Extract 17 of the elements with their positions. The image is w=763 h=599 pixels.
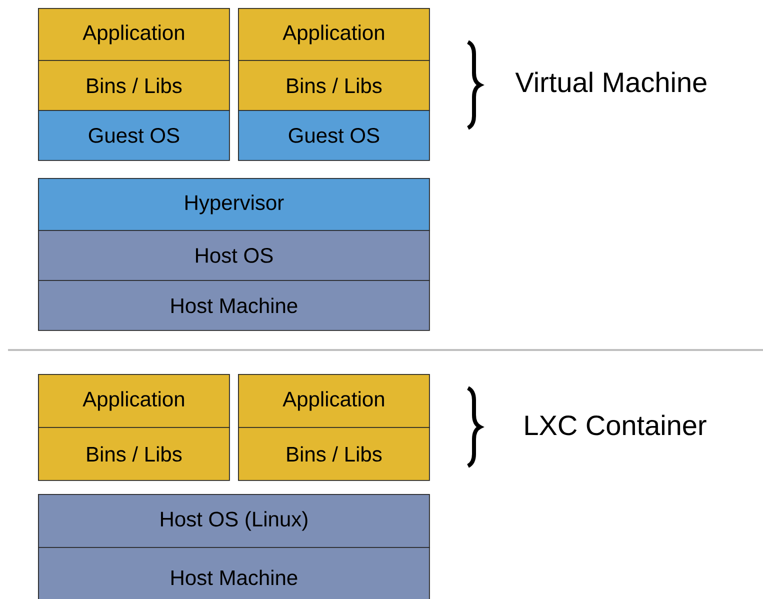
group-label: LXC Container bbox=[526, 414, 706, 436]
host-os-layer: Host OS bbox=[38, 230, 430, 281]
guest-os-layer: Guest OS bbox=[238, 110, 430, 161]
hypervisor-layer: Hypervisor bbox=[38, 178, 430, 231]
guest-os-layer: Guest OS bbox=[38, 110, 230, 161]
library-layer: Bins / Libs bbox=[238, 427, 430, 481]
application-layer: Application bbox=[38, 374, 230, 428]
library-layer: Bins / Libs bbox=[38, 60, 230, 111]
host-os-layer: Host OS (Linux) bbox=[38, 494, 430, 548]
library-layer: Bins / Libs bbox=[38, 427, 230, 481]
application-layer: Application bbox=[238, 374, 430, 428]
application-layer: Application bbox=[238, 8, 430, 61]
application-layer: Application bbox=[38, 8, 230, 61]
host-machine-layer: Host Machine bbox=[38, 280, 430, 331]
group-label: Virtual Machine bbox=[515, 72, 706, 92]
library-layer: Bins / Libs bbox=[238, 60, 430, 111]
host-machine-layer: Host Machine bbox=[38, 547, 430, 599]
